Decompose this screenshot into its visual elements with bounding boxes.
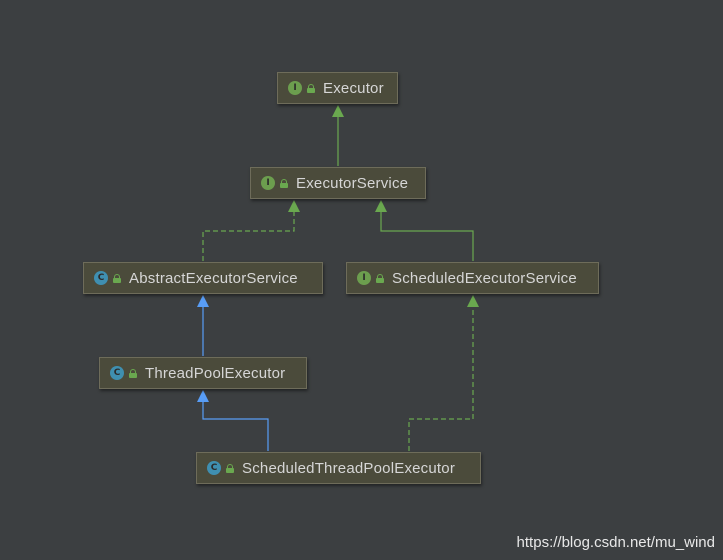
node-threadpoolexecutor[interactable]: C ThreadPoolExecutor [99,357,307,389]
watermark-url: https://blog.csdn.net/mu_wind [516,534,715,551]
edge-threadpoolexecutor-to-abstractexecutorservice [197,295,209,356]
interface-icon: I [261,176,275,190]
node-abstractexecutorservice[interactable]: C AbstractExecutorService [83,262,323,294]
edge-abstractexecutorservice-to-executorservice [202,200,300,261]
interface-icon: I [288,81,302,95]
edge-scheduledthreadpoolexecutor-to-scheduledexecutorservice [408,295,479,451]
public-lock-icon [226,463,234,473]
node-label: ExecutorService [296,174,409,192]
node-label: ThreadPoolExecutor [145,364,286,382]
node-scheduledthreadpoolexecutor[interactable]: C ScheduledThreadPoolExecutor [196,452,481,484]
node-executorservice[interactable]: I ExecutorService [250,167,426,199]
node-label: ScheduledExecutorService [392,269,577,287]
edge-executorservice-to-executor [332,105,344,166]
class-icon: C [207,461,221,475]
public-lock-icon [129,368,137,378]
public-lock-icon [113,273,121,283]
class-icon: C [94,271,108,285]
public-lock-icon [376,273,384,283]
node-scheduledexecutorservice[interactable]: I ScheduledExecutorService [346,262,599,294]
node-executor[interactable]: I Executor [277,72,398,104]
edge-scheduledthreadpoolexecutor-to-threadpoolexecutor [197,390,269,451]
public-lock-icon [280,178,288,188]
interface-icon: I [357,271,371,285]
node-label: AbstractExecutorService [129,269,298,287]
public-lock-icon [307,83,315,93]
node-label: ScheduledThreadPoolExecutor [242,459,456,477]
edge-scheduledexecutorservice-to-executorservice [375,200,474,261]
class-icon: C [110,366,124,380]
node-label: Executor [323,79,384,97]
